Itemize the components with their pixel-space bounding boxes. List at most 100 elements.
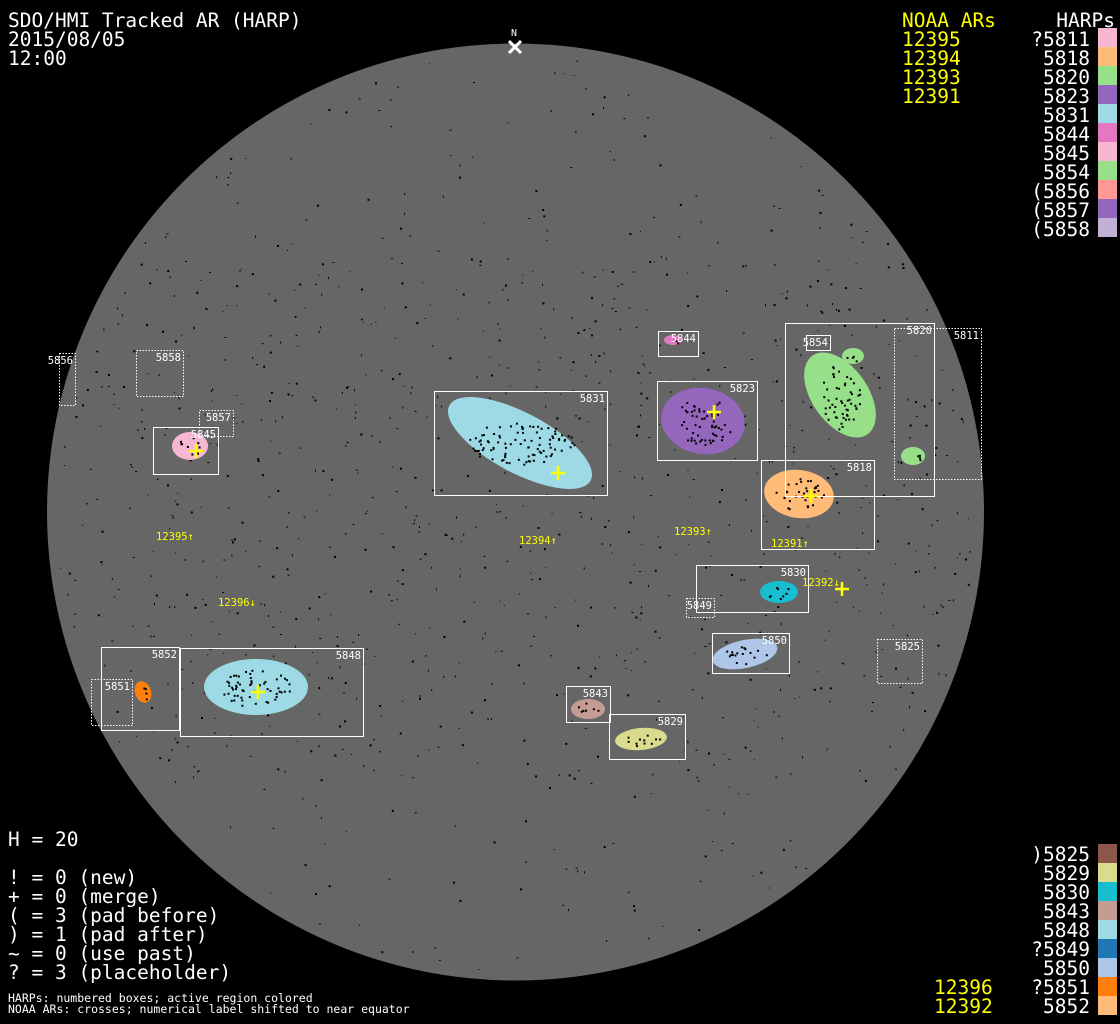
speckle: [696, 776, 698, 779]
speckle: [753, 719, 755, 721]
speckle: [263, 682, 266, 685]
speckle: [414, 812, 417, 814]
speckle: [697, 434, 700, 437]
speckle: [277, 490, 280, 493]
speckle: [63, 465, 65, 466]
speckle: [538, 369, 541, 371]
speckle: [308, 607, 311, 610]
speckle: [167, 537, 169, 540]
speckle: [129, 507, 131, 510]
speckle: [529, 460, 532, 463]
speckle: [561, 434, 564, 437]
speckle: [419, 695, 421, 698]
speckle: [686, 272, 688, 274]
speckle: [641, 543, 643, 545]
harp-legend-item: ?5811: [1031, 28, 1090, 51]
speckle: [728, 655, 731, 658]
speckle: [203, 692, 206, 694]
stat-line: ) = 1 (pad after): [8, 923, 208, 946]
speckle: [546, 230, 549, 232]
speckle: [176, 503, 179, 506]
speckle: [765, 614, 768, 616]
harp-box-label: 5825: [895, 641, 920, 653]
speckle: [707, 541, 710, 543]
speckle: [641, 606, 643, 609]
noaa-cross-icon: [707, 405, 721, 419]
speckle: [695, 195, 698, 197]
speckle: [842, 662, 844, 665]
speckle: [232, 541, 235, 544]
speckle: [903, 484, 905, 487]
speckle: [903, 728, 905, 731]
speckle: [556, 694, 558, 697]
speckle: [136, 735, 137, 737]
speckle: [689, 496, 691, 498]
harp-legend-item: 5823: [1043, 85, 1090, 108]
speckle: [731, 843, 734, 844]
speckle: [801, 430, 804, 432]
speckle: [649, 261, 652, 263]
speckle: [858, 403, 861, 406]
speckle: [196, 452, 199, 455]
speckle: [113, 393, 116, 395]
speckle: [528, 218, 531, 219]
speckle: [646, 309, 648, 311]
noaa-cross-icon: [804, 489, 818, 503]
speckle: [781, 399, 783, 402]
speckle: [507, 122, 509, 124]
speckle: [915, 355, 917, 357]
speckle: [708, 265, 711, 267]
speckle: [200, 506, 202, 508]
active-region-blobs: [134, 335, 925, 751]
speckle: [418, 526, 420, 528]
speckle: [369, 744, 372, 747]
speckle: [841, 402, 844, 405]
speckle: [709, 442, 712, 445]
speckle: [312, 396, 315, 398]
speckle: [169, 606, 171, 609]
speckle: [824, 412, 827, 415]
speckle: [119, 741, 120, 743]
active-region-blob: [760, 581, 798, 603]
speckle: [461, 744, 464, 747]
speckle: [375, 321, 377, 323]
speckle: [659, 738, 662, 741]
speckle: [869, 502, 871, 504]
speckle: [923, 605, 925, 608]
speckle: [572, 389, 574, 392]
speckle: [827, 418, 830, 421]
speckle: [776, 345, 778, 347]
speckle: [918, 454, 921, 457]
speckle: [334, 555, 336, 558]
speckle: [640, 392, 643, 395]
speckle: [680, 328, 683, 331]
speckle: [614, 607, 617, 609]
speckle: [496, 511, 498, 514]
speckle: [230, 157, 233, 160]
speckle: [192, 437, 195, 440]
speckle: [344, 720, 346, 723]
speckle: [363, 321, 365, 323]
speckle: [458, 662, 460, 664]
speckle: [488, 301, 490, 304]
speckle: [711, 432, 714, 435]
speckle: [859, 393, 862, 396]
speckle: [356, 697, 358, 700]
speckle: [654, 630, 657, 633]
speckle: [156, 269, 158, 270]
speckle: [945, 454, 948, 456]
harp-legend-item: 5844: [1043, 123, 1090, 146]
speckle: [469, 438, 472, 441]
speckle: [832, 373, 835, 376]
speckle: [341, 392, 343, 394]
harp-box-label: 5830: [781, 567, 806, 579]
speckle: [773, 304, 776, 307]
speckle: [302, 797, 304, 800]
speckle: [744, 746, 747, 749]
speckle: [924, 710, 927, 713]
speckle: [412, 523, 415, 525]
harp-color-swatch: [1098, 882, 1117, 901]
speckle: [820, 310, 823, 312]
speckle: [504, 471, 506, 474]
speckle: [584, 871, 585, 874]
